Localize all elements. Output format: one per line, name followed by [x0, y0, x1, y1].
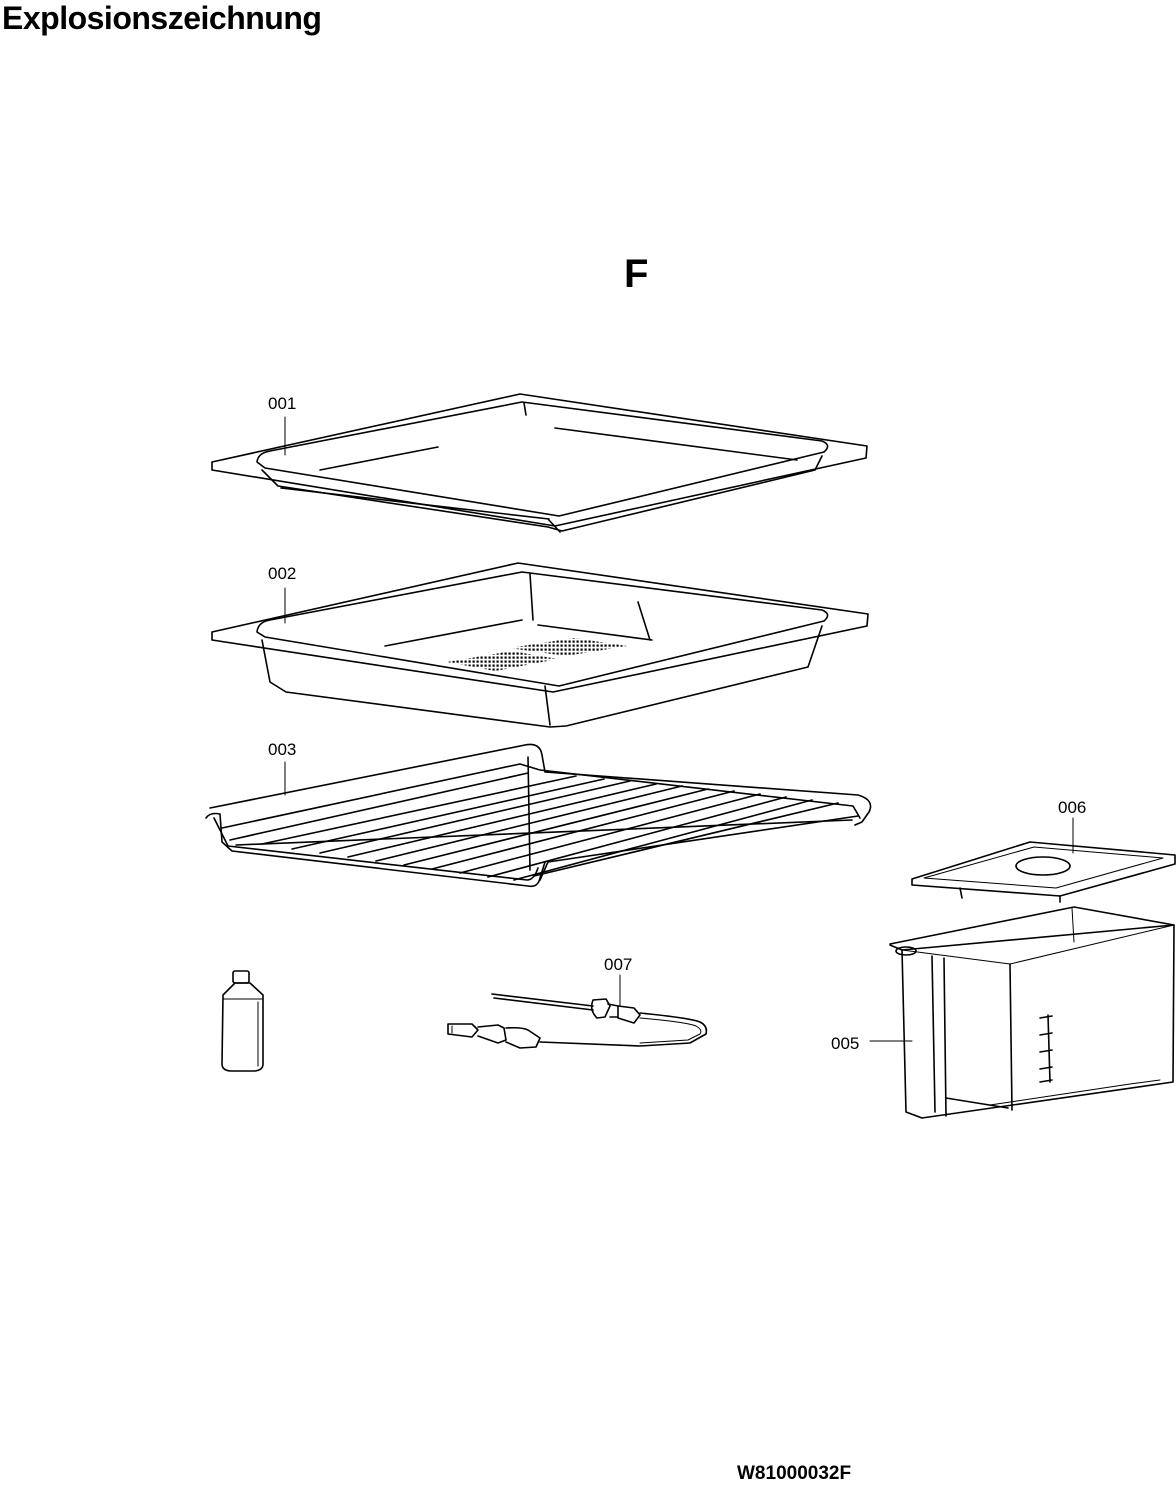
- core-temperature-probe-icon: [447, 993, 708, 1049]
- part-label-006: 006: [1058, 798, 1087, 817]
- part-label-003: 003: [268, 740, 297, 759]
- perforation-grid: [447, 638, 627, 671]
- document-code: W81000032F: [737, 1463, 852, 1484]
- part-label-007: 007: [604, 955, 633, 974]
- shallow-baking-tray-icon: [211, 393, 868, 533]
- descaler-bottle-icon: [221, 970, 264, 1072]
- water-tank-icon: [889, 906, 1175, 1119]
- page-title: Explosionszeichnung: [2, 0, 322, 36]
- wire-grill-rack-icon: [205, 743, 872, 888]
- part-label-002: 002: [268, 564, 297, 583]
- part-label-005: 005: [831, 1034, 860, 1053]
- part-label-001: 001: [268, 394, 297, 413]
- section-letter: F: [624, 252, 649, 296]
- perforated-deep-tray-icon: [211, 562, 869, 728]
- water-tank-lid-icon: [911, 841, 1176, 903]
